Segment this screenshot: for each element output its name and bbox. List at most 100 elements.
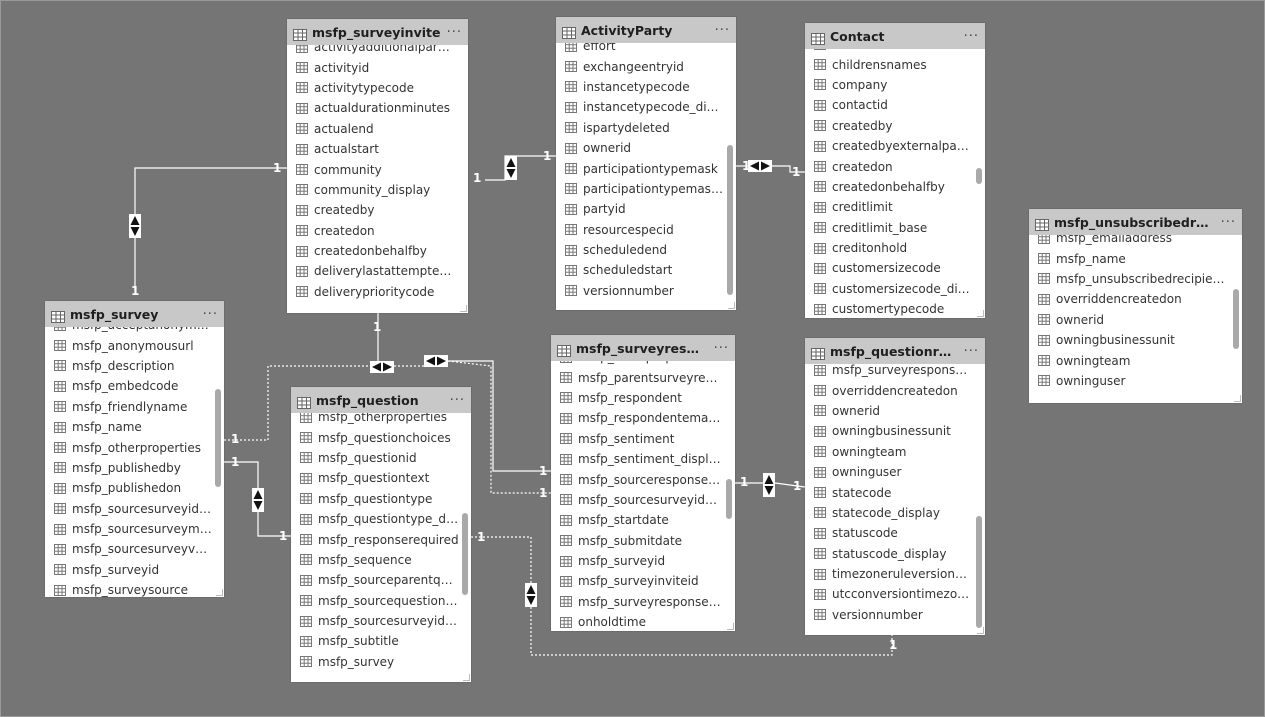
field-row[interactable]: statecode [805, 482, 985, 502]
field-row[interactable]: msfp_parentsurveyresponse [551, 367, 735, 387]
field-row[interactable]: msfp_surveysource [45, 580, 224, 597]
field-row[interactable]: statuscode [805, 523, 985, 543]
cross-filter-direction-icon[interactable] [424, 355, 448, 367]
table-header[interactable]: msfp_unsubscribedrecipient··· [1029, 209, 1242, 235]
table-header[interactable]: ActivityParty··· [556, 17, 736, 43]
table-header[interactable]: msfp_surveyinvite··· [287, 19, 468, 45]
more-options-icon[interactable]: ··· [202, 306, 218, 322]
table-header[interactable]: msfp_questionresponse··· [805, 338, 985, 364]
field-row[interactable]: msfp_sourceresponseidentifier [551, 469, 735, 489]
field-row[interactable]: effort [556, 43, 736, 56]
field-row[interactable]: msfp_sentiment [551, 429, 735, 449]
table-header[interactable]: msfp_question··· [291, 387, 471, 413]
table-msfp-surveyresponse[interactable]: msfp_surveyresponse···msfp_otherproperti… [551, 335, 735, 631]
field-row[interactable]: msfp_emailaddress [1029, 235, 1242, 248]
field-row[interactable]: ownerid [556, 138, 736, 158]
field-row[interactable]: msfp_sourcequestionidentifier [291, 591, 471, 611]
field-row[interactable]: instancetypecode_display [556, 97, 736, 117]
field-row[interactable]: msfp_respondent [551, 388, 735, 408]
field-row[interactable]: msfp_sourcesurveymodifiedon [45, 519, 224, 539]
resize-handle[interactable] [977, 310, 984, 317]
field-row[interactable]: creditonhold [805, 238, 985, 258]
field-row[interactable]: msfp_submitdate [551, 531, 735, 551]
vertical-scrollbar[interactable] [215, 389, 221, 487]
resize-handle[interactable] [460, 305, 467, 312]
field-row[interactable]: actualstart [287, 139, 468, 159]
field-row[interactable]: msfp_surveyresponseid [805, 364, 985, 380]
field-row[interactable]: msfp_sourcesurveyidentifier [551, 490, 735, 510]
field-row[interactable]: onholdtime [551, 612, 735, 631]
field-row[interactable]: msfp_questionid [291, 448, 471, 468]
more-options-icon[interactable]: ··· [714, 22, 730, 38]
field-row[interactable]: ownerid [1029, 310, 1242, 330]
field-row[interactable]: msfp_questiontype [291, 489, 471, 509]
field-row[interactable]: createdonbehalfby [287, 241, 468, 261]
field-row[interactable]: overriddencreatedon [1029, 289, 1242, 309]
vertical-scrollbar[interactable] [1233, 289, 1239, 349]
more-options-icon[interactable]: ··· [963, 28, 979, 44]
field-row[interactable]: msfp_sourceparentquestionid [291, 570, 471, 590]
more-options-icon[interactable]: ··· [1220, 214, 1236, 230]
field-row[interactable]: owninguser [805, 462, 985, 482]
field-row[interactable]: company [805, 75, 985, 95]
field-row[interactable]: exchangeentryid [556, 56, 736, 76]
more-options-icon[interactable]: ··· [713, 340, 729, 356]
field-row[interactable]: msfp_unsubscribedrecipientid [1029, 269, 1242, 289]
field-row[interactable]: msfp_startdate [551, 510, 735, 530]
more-options-icon[interactable]: ··· [446, 24, 462, 40]
field-list-viewport[interactable]: msfp_acceptanonymousresponsesmsfp_anonym… [45, 327, 224, 597]
field-row[interactable]: msfp_subtitle [291, 631, 471, 651]
field-row[interactable]: msfp_sequence [291, 550, 471, 570]
field-row[interactable]: creditlimit_base [805, 218, 985, 238]
field-row[interactable]: owninguser [1029, 371, 1242, 391]
field-row[interactable]: createdon [805, 156, 985, 176]
cross-filter-direction-icon[interactable] [763, 473, 775, 497]
field-row[interactable]: partyid [556, 199, 736, 219]
field-row[interactable]: msfp_survey [291, 652, 471, 672]
relationship-line[interactable] [134, 167, 287, 293]
field-row[interactable]: msfp_friendlyname [45, 397, 224, 417]
resize-handle[interactable] [977, 627, 984, 634]
field-row[interactable]: creditlimit [805, 197, 985, 217]
cross-filter-direction-icon[interactable] [525, 583, 537, 607]
field-row[interactable]: createdby [287, 200, 468, 220]
cross-filter-direction-icon[interactable] [748, 160, 772, 172]
cross-filter-direction-icon[interactable] [505, 156, 517, 180]
table-header[interactable]: Contact··· [805, 23, 985, 49]
resize-handle[interactable] [1234, 395, 1241, 402]
field-row[interactable]: ispartydeleted [556, 118, 736, 138]
table-msfp-surveyinvite[interactable]: msfp_surveyinvite···activityadditionalpa… [287, 19, 468, 313]
field-row[interactable]: msfp_surveyid [45, 560, 224, 580]
field-row[interactable]: msfp_responserequired [291, 529, 471, 549]
field-row[interactable]: scheduledstart [556, 260, 736, 280]
field-row[interactable]: activitytypecode [287, 78, 468, 98]
resize-handle[interactable] [727, 623, 734, 630]
vertical-scrollbar[interactable] [976, 516, 982, 628]
field-list-viewport[interactable]: msfp_otherpropertiesmsfp_parentsurveyres… [551, 361, 735, 631]
field-row[interactable]: resourcespecid [556, 220, 736, 240]
field-row[interactable]: msfp_questiontext [291, 468, 471, 488]
field-row[interactable]: msfp_questionchoices [291, 427, 471, 447]
field-row[interactable]: versionnumber [805, 605, 985, 625]
field-row[interactable]: createdbyexternalparty [805, 136, 985, 156]
field-row[interactable]: community [287, 159, 468, 179]
field-row[interactable]: owningteam [1029, 350, 1242, 370]
table-header[interactable]: msfp_survey··· [45, 301, 224, 327]
field-row[interactable]: msfp_respondentemailaddress [551, 408, 735, 428]
field-row[interactable]: owningbusinessunit [1029, 330, 1242, 350]
field-row[interactable]: owningteam [805, 442, 985, 462]
vertical-scrollbar[interactable] [727, 145, 733, 295]
field-row[interactable]: instancetypecode [556, 77, 736, 97]
field-row[interactable]: scheduledend [556, 240, 736, 260]
resize-handle[interactable] [463, 674, 470, 681]
field-row[interactable]: customertypecode [805, 299, 985, 318]
field-row[interactable]: msfp_sourcesurveyidentifier [291, 611, 471, 631]
field-row[interactable]: statecode_display [805, 503, 985, 523]
